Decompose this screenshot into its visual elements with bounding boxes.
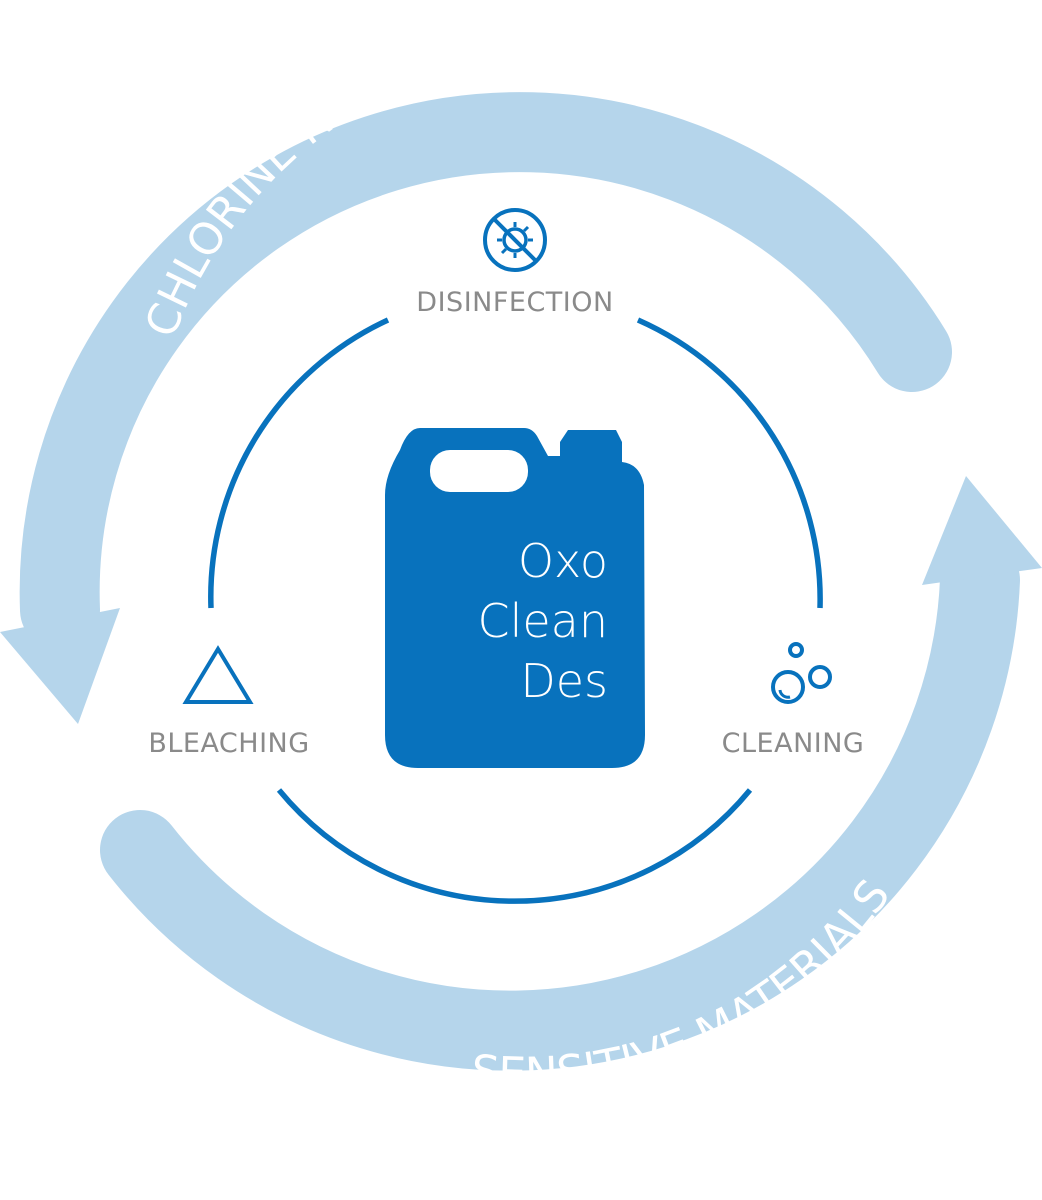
canister-handle-hole [430,450,528,492]
outer-arrow-bottom [100,476,1042,1071]
inner-ring-segment-left [208,317,390,609]
cleaning-label: CLEANING [722,728,865,759]
disinfection-label: DISINFECTION [416,287,613,318]
bubbles-icon [771,642,832,704]
inner-ring-segment-right [636,317,823,609]
product-name-line-3: Des [520,654,608,708]
outer-arrow-top-head [0,608,120,724]
bleaching-node: BLEACHING [148,645,309,759]
cleaning-node: CLEANING [722,642,865,759]
canister-icon [385,428,645,768]
disinfection-node: DISINFECTION [416,208,613,318]
product-name: Oxo Clean Des [477,534,608,708]
outer-arrow-top [0,92,952,724]
outer-arrow-bottom-head [922,476,1042,585]
inner-ring-segment-bottom [276,788,753,904]
product-name-line-1: Oxo [518,534,608,588]
triangle-icon [182,645,254,704]
bleaching-label: BLEACHING [148,728,309,759]
product-name-line-2: Clean [477,594,608,648]
no-germs-icon [483,208,547,272]
